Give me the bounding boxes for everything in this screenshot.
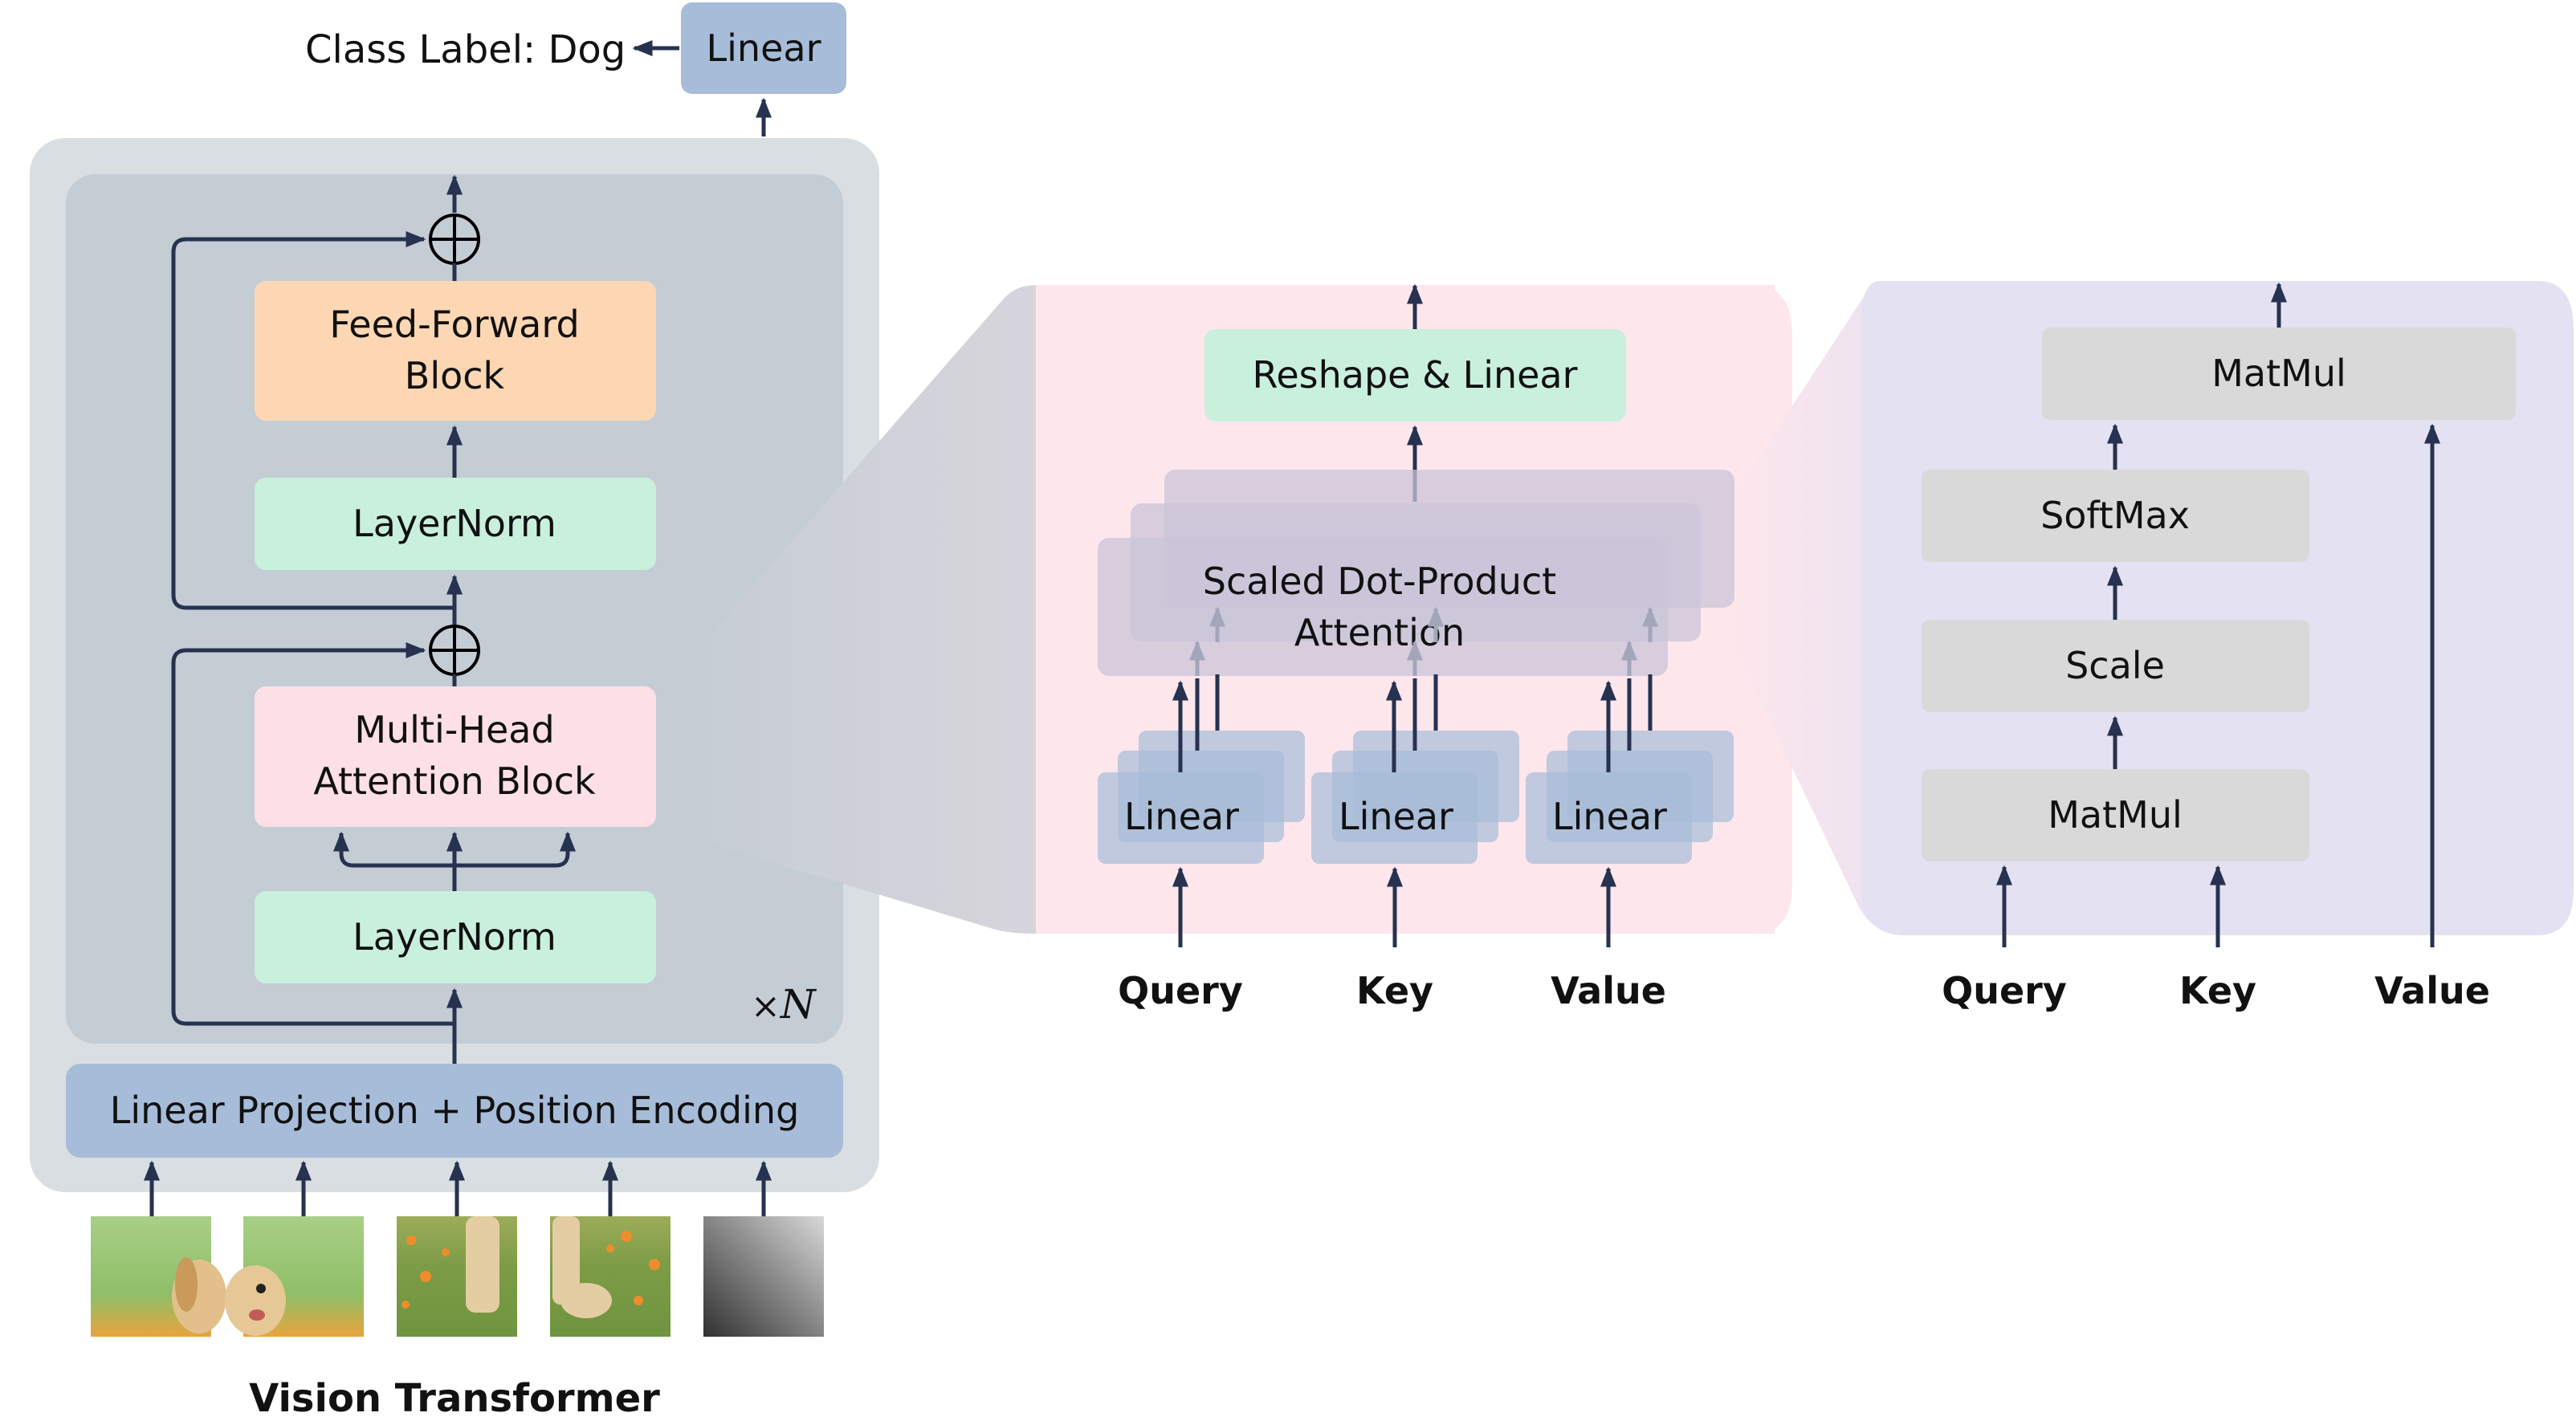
feed-forward-label-line1: Feed-Forward [329, 303, 579, 346]
reshape-linear-block: Reshape & Linear [1204, 329, 1626, 421]
feed-forward-block: Feed-Forward Block [255, 281, 656, 421]
linear-query-label: Linear [1124, 795, 1239, 838]
arrow-qkv-right [454, 831, 576, 868]
class-label-output: Class Label: Dog [305, 27, 626, 72]
softmax-block: SoftMax [1922, 470, 2309, 562]
layernorm-bottom: LayerNorm [255, 891, 656, 983]
multi-head-attention-block: Multi-Head Attention Block [255, 686, 656, 827]
residual-connection-top [171, 231, 454, 610]
matmul-top-block: MatMul [2042, 328, 2516, 420]
linear-projection-position-encoding: Linear Projection + Position Encoding [66, 1064, 843, 1158]
sdpa-head-1 [1098, 538, 1668, 676]
embedding-label: Linear Projection + Position Encoding [110, 1089, 800, 1132]
mha-input-key: Key [1356, 969, 1433, 1012]
repeat-n-label: ×N [751, 981, 817, 1028]
layernorm-top: LayerNorm [255, 478, 656, 570]
image-patch-1 [91, 1216, 226, 1337]
image-patch-3 [397, 1216, 517, 1337]
linear-value-label: Linear [1552, 795, 1667, 838]
vit-head-linear: Linear [681, 2, 846, 94]
scale-label: Scale [2065, 644, 2165, 687]
add-icon-top [429, 214, 480, 265]
sdpa-stack: Scaled Dot-Product Attention [1098, 470, 1734, 676]
vit-title: Vision Transformer [249, 1376, 660, 1421]
sdpa-input-key: Key [2179, 969, 2256, 1012]
mha-label-line1: Multi-Head [354, 708, 554, 751]
sdpa-label-line2: Attention [1294, 611, 1465, 654]
image-patch-4 [550, 1216, 670, 1337]
feed-forward-label-line2: Block [405, 354, 505, 397]
arrow-qkv-left [333, 831, 454, 868]
residual-connection-bottom [171, 642, 454, 1026]
linear-stack-query: Linear [1098, 731, 1305, 864]
image-patch-5-class-token [703, 1216, 824, 1337]
matmul-bottom-label: MatMul [2048, 793, 2183, 837]
mha-label-line2: Attention Block [313, 759, 596, 803]
sdpa-label-line1: Scaled Dot-Product [1203, 560, 1556, 603]
image-patch-2 [225, 1216, 364, 1337]
layernorm-bottom-label: LayerNorm [353, 915, 556, 959]
add-icon-bottom [429, 625, 480, 676]
linear-key-label: Linear [1339, 795, 1453, 838]
mha-input-value: Value [1551, 969, 1666, 1012]
matmul-bottom-block: MatMul [1922, 769, 2309, 861]
sdpa-input-value: Value [2374, 969, 2490, 1012]
sdpa-input-query: Query [1942, 969, 2067, 1012]
layernorm-top-label: LayerNorm [353, 502, 556, 545]
matmul-top-label: MatMul [2211, 352, 2346, 395]
reshape-linear-label: Reshape & Linear [1252, 353, 1577, 397]
mha-input-query: Query [1118, 969, 1243, 1012]
scale-block: Scale [1922, 620, 2309, 712]
vit-head-linear-label: Linear [707, 26, 821, 70]
softmax-label: SoftMax [2040, 494, 2190, 537]
